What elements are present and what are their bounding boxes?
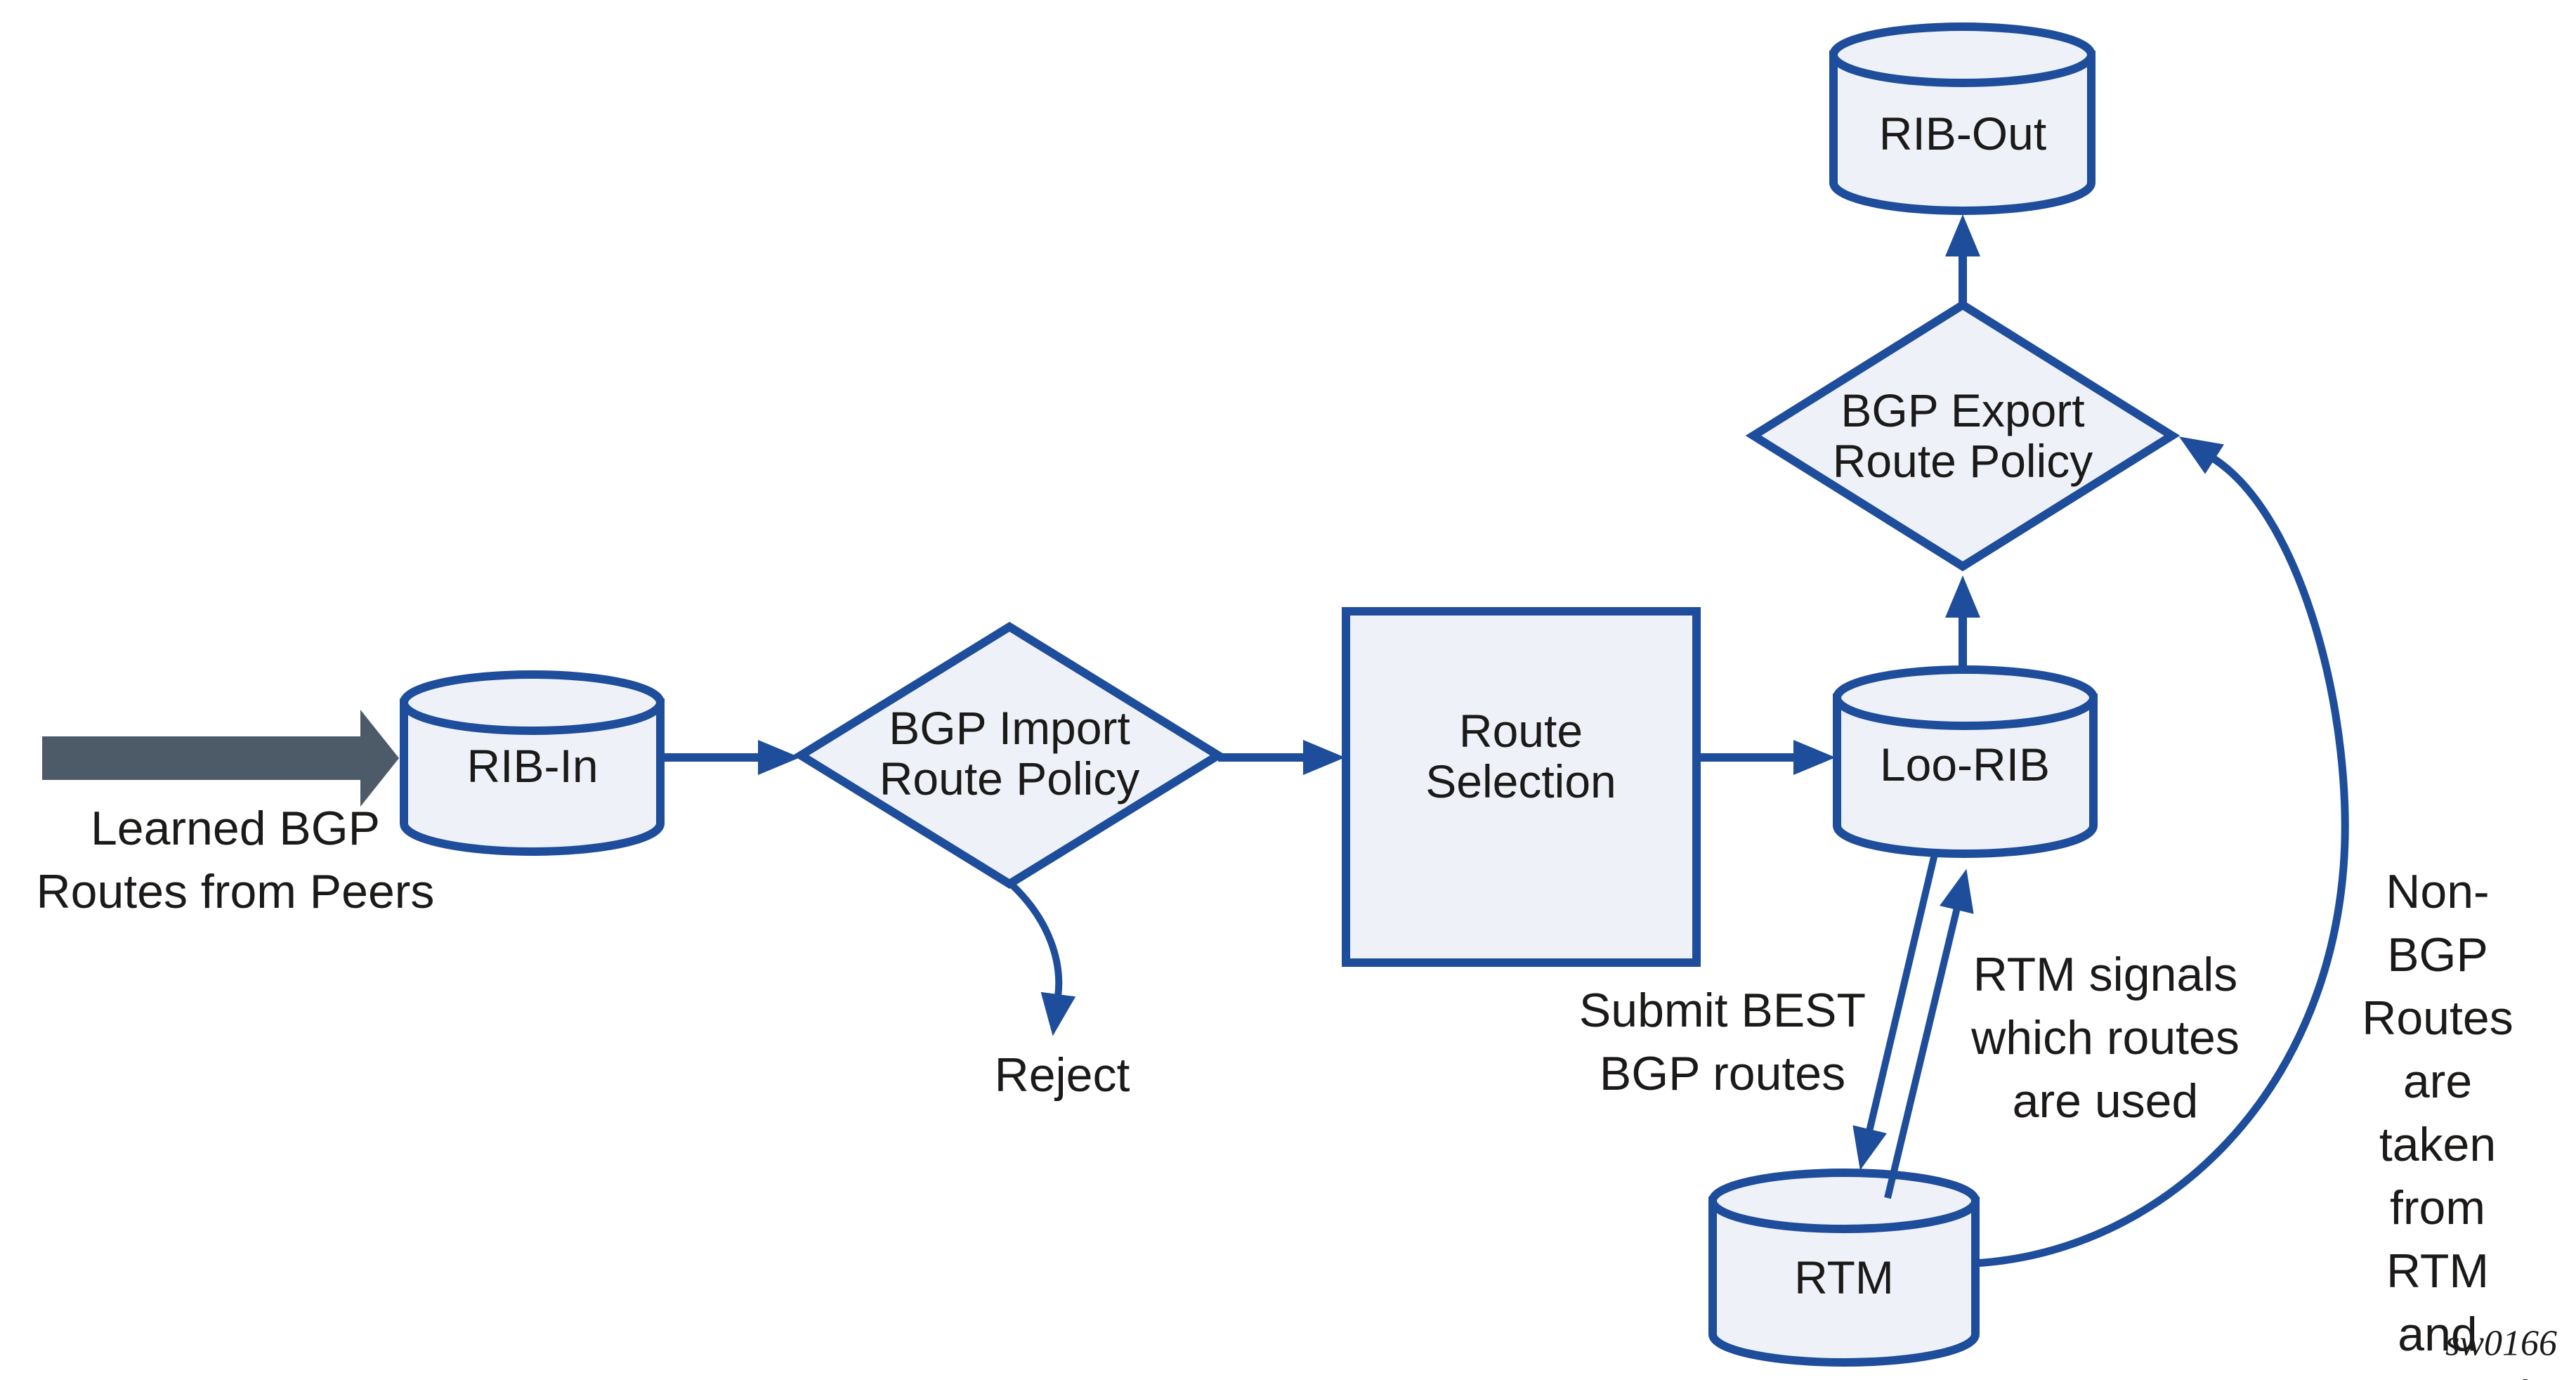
rib-in-cylinder	[400, 670, 665, 856]
submit-best-annotation: Submit BEST BGP routes	[1578, 984, 1866, 1100]
bgp-import-diamond	[792, 621, 1227, 890]
route-selection-label: Route Selection	[1425, 705, 1616, 807]
loc-rib-cylinder	[1833, 665, 2098, 858]
loc-rib-label: Loo-RIB	[1879, 738, 2051, 790]
rib-out-cylinder	[1829, 22, 2096, 215]
rtm-signals-annotation: RTM signals which routes are used	[1971, 948, 2240, 1128]
bgp-import-label: BGP Import Route Policy	[879, 702, 1140, 805]
rib-out-label: RIB-Out	[1878, 108, 2047, 160]
figure-id: sw0166	[2445, 1323, 2557, 1364]
reject-annotation: Reject	[994, 1048, 1130, 1102]
route-selection-box	[1342, 607, 1701, 967]
rtm-cylinder	[1708, 1169, 1980, 1367]
connector-reject-curve	[1007, 880, 1076, 1036]
connector-rtm-to-locrib	[1884, 868, 1974, 1199]
incoming-routes-arrow	[42, 710, 399, 807]
connector-locrib-to-rtm	[1852, 844, 1940, 1171]
bgp-export-label: BGP Export Route Policy	[1832, 384, 2093, 487]
learned-bgp-annotation: Learned BGP Routes from Peers	[36, 802, 435, 918]
non-bgp-annotation: Non-BGP Routes are taken from RTM and ex…	[2345, 865, 2531, 1380]
rib-in-label: RIB-In	[466, 740, 599, 792]
connector-rtm-to-export-arc	[1973, 436, 2349, 1268]
rtm-label: RTM	[1794, 1251, 1894, 1303]
bgp-export-diamond	[1745, 299, 2181, 572]
